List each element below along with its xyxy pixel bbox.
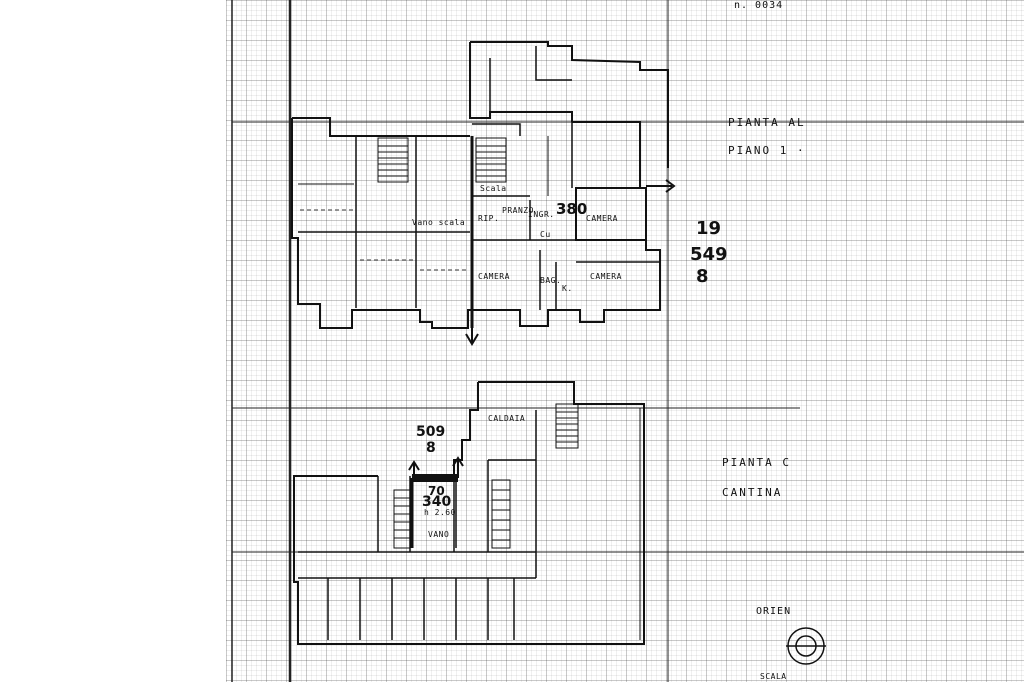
- graph-paper-grid: [226, 0, 1024, 682]
- parcel-number-upper: 549: [690, 244, 728, 265]
- room-scala: Scala: [480, 184, 507, 193]
- room-cantina-height: h 2.60: [424, 508, 456, 517]
- parcel-sheet-upper: 19: [696, 218, 722, 239]
- orientation-label: ORIEN: [756, 606, 792, 617]
- cellar-dividers: [327, 578, 515, 640]
- room-camera-left: CAMERA: [478, 272, 510, 281]
- room-k: K.: [562, 284, 573, 293]
- lower-plan-walls: [293, 381, 645, 645]
- height-annotation-upper: 380: [556, 200, 588, 218]
- title-lower-plan: PIANTA C: [722, 456, 791, 469]
- parcel-sub-lower: 8: [426, 440, 436, 456]
- title-upper-plan: PIANTA AL: [728, 116, 806, 129]
- title-lower-cellar: CANTINA: [722, 486, 783, 499]
- room-camera-bottom: CAMERA: [590, 272, 622, 281]
- room-camera-top: CAMERA: [586, 214, 618, 223]
- lower-arrows: [408, 456, 464, 478]
- room-cucina: Cu: [540, 230, 551, 239]
- upper-plan-walls: [291, 41, 669, 329]
- room-bagno: BAG.: [540, 276, 562, 285]
- lower-stairs: [393, 403, 579, 549]
- room-ripostiglio: RIP.: [478, 214, 500, 223]
- parcel-sub-upper: 8: [696, 266, 709, 287]
- upper-arrows: [465, 179, 676, 346]
- sheet-reference: n. 0034: [734, 0, 784, 11]
- room-vano-scala: Vano scala: [412, 218, 466, 227]
- room-vano: VANO: [428, 530, 450, 539]
- compass-icon: [786, 627, 826, 665]
- cellar-annotation-2: 340: [422, 494, 452, 510]
- room-ingresso: INGR.: [528, 210, 555, 219]
- construction-lines: [300, 209, 468, 271]
- title-upper-floor: PIANO 1 ·: [728, 144, 806, 157]
- room-pranzo: PRANZO: [502, 206, 534, 215]
- parcel-number-lower: 509: [416, 424, 446, 440]
- scale-label: SCALA: [760, 672, 787, 681]
- cellar-annotation-1: 70: [428, 484, 445, 498]
- upper-stairs: [377, 137, 507, 183]
- highlighted-cellar: [410, 474, 458, 548]
- room-caldaia: CALDAIA: [488, 414, 526, 423]
